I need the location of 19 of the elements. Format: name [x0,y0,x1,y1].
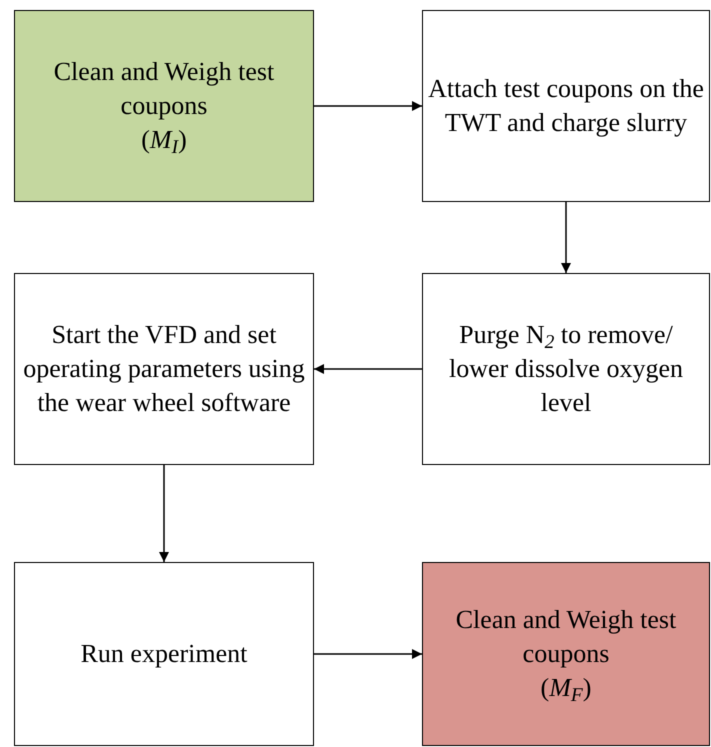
box-text: Attach test coupons on the TWT and charge slurry [427,73,705,139]
process-box [422,10,710,202]
box-text: Purge N$_{2}$ to remove/ lower dissolve oxygen level [448,319,684,419]
arrow [314,101,422,111]
box-text: Run experiment [80,638,248,670]
box-text: Clean and Weigh test coupons [454,604,678,670]
process-box [422,562,710,746]
box-text: Start the VFD and set operating parameters using the wear wheel software [22,319,306,419]
arrow [159,465,169,562]
process-box [14,10,314,202]
box-text: (M$_{F}$) [540,672,592,705]
arrow [561,202,571,273]
arrow [314,364,422,374]
process-box [422,273,710,465]
process-box [14,562,314,746]
process-box [14,273,314,465]
box-text: Clean and Weigh test coupons [52,56,276,122]
arrow [314,649,422,659]
box-text: (M$_{I}$) [141,124,187,157]
